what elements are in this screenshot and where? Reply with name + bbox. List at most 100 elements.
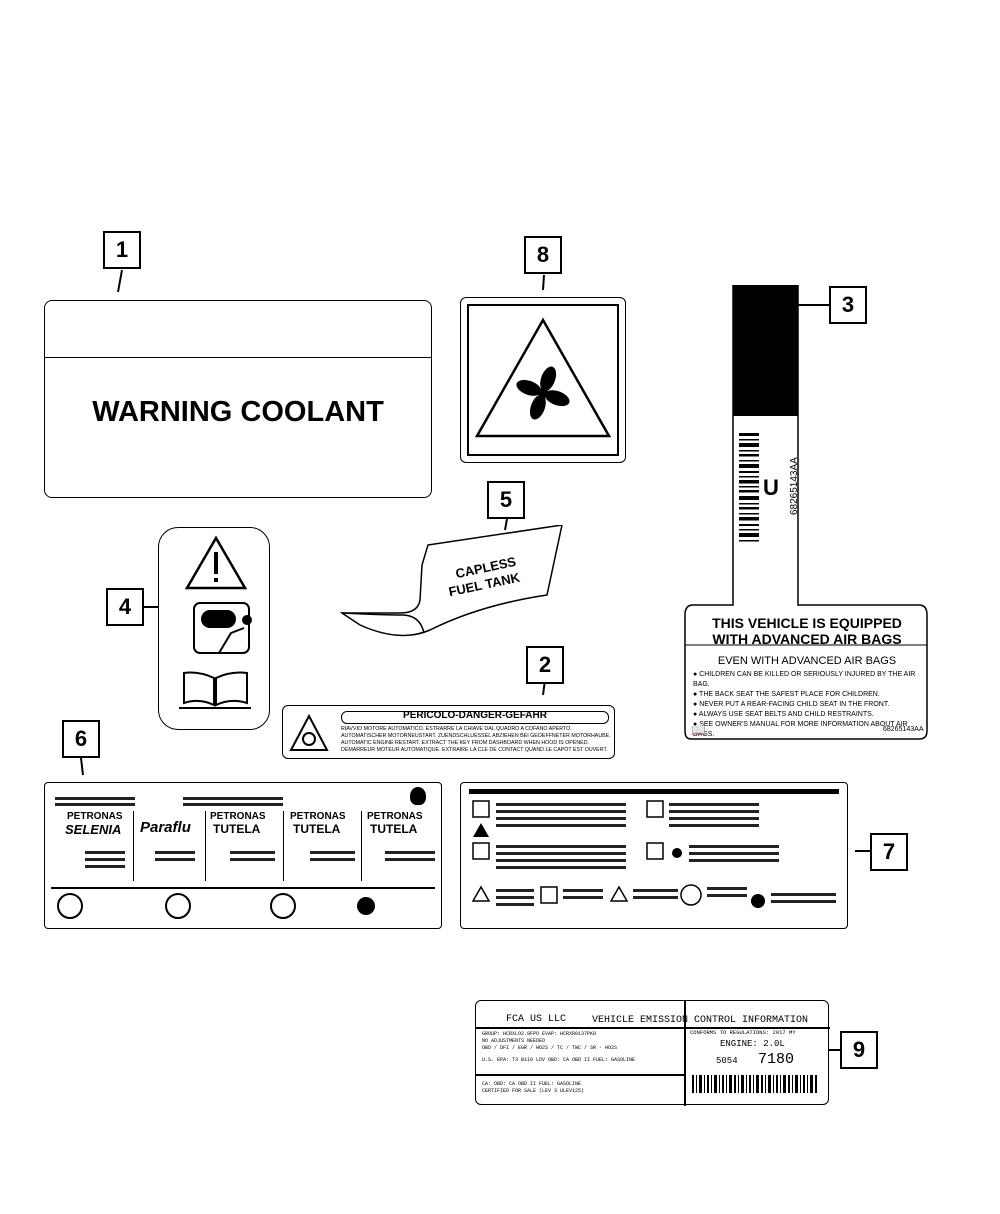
fluid-text	[310, 851, 355, 854]
danger-line: AUTOMATISCHER MOTORNEUSTART. ZUENDSCHLUE…	[341, 733, 611, 739]
multi-warning-header-bar	[469, 789, 839, 794]
fluid-text	[155, 851, 195, 854]
emission-num-big: 7180	[758, 1051, 795, 1068]
warning-text-line	[563, 896, 603, 899]
fluids-heading-line	[183, 797, 283, 800]
key-ignition-icon	[193, 602, 252, 654]
callout-2: 2	[526, 646, 564, 684]
danger-pictogram	[289, 714, 329, 751]
brand-product: Paraflu	[140, 819, 191, 836]
label-capless-fuel-tank: CAPLESS FUEL TANK	[340, 525, 570, 645]
warning-text-line	[496, 896, 534, 899]
fluid-dividers	[283, 811, 284, 881]
emission-barcode	[692, 1075, 817, 1093]
warning-text-line	[496, 845, 626, 848]
airbag-title-2: WITH ADVANCED AIR BAGS	[712, 631, 902, 647]
warning-text-line	[563, 889, 603, 892]
warning-text-line	[669, 803, 759, 806]
emission-line: GROUP: HCRXLO2.0FPO EVAP: HCRXR0137PK0	[482, 1031, 597, 1037]
warning-text-line	[771, 893, 836, 896]
callout-6: 6	[62, 720, 100, 758]
fluid-text	[85, 858, 125, 861]
label-warning-coolant-header-band	[45, 301, 431, 358]
label-pictogram	[158, 527, 270, 730]
fluid-text	[385, 858, 435, 861]
fluid-text	[310, 858, 355, 861]
emission-divider-left	[476, 1074, 684, 1076]
emission-conform: CONFORMS TO REGULATIONS: 2017 MY	[690, 1029, 796, 1036]
brand-product: TUTELA	[293, 822, 341, 836]
danger-line: AUTOMATIC ENGINE RESTART. EXTRACT THE KE…	[341, 740, 590, 746]
warning-text-line	[689, 852, 779, 855]
airbag-bullet: ● ALWAYS USE SEAT BELTS AND CHILD RESTRA…	[693, 711, 874, 718]
emission-left-lines: GROUP: HCRXLO2.0FPO EVAP: HCRXR0137PK0 N…	[482, 1031, 680, 1064]
brand-product: TUTELA	[213, 822, 261, 836]
airbag-title-1: THIS VEHICLE IS EQUIPPED	[712, 615, 902, 631]
warning-text-line	[496, 903, 534, 906]
emission-bottom-lines: CA: OBD: CA OBD II FUEL: GASOLINE CERTIF…	[482, 1081, 680, 1095]
brand-maker: PETRONAS	[210, 811, 266, 822]
airbag-tag-code-vertical: 68265143AA	[789, 457, 800, 515]
book-icon: 📖	[691, 723, 706, 737]
warning-text-line	[496, 803, 626, 806]
warning-text-line	[496, 810, 626, 813]
label-multi-warning	[460, 782, 848, 929]
warning-text-line	[496, 859, 626, 862]
prohibition-icon	[57, 893, 83, 919]
warning-icons-grid	[471, 800, 765, 908]
callout-7: 7	[870, 833, 908, 871]
callout-3: 3	[829, 286, 867, 324]
warning-text-line	[496, 817, 626, 820]
callout-4: 4	[106, 588, 144, 626]
prohibition-icon	[165, 893, 191, 919]
fluids-heading-line	[55, 797, 135, 800]
warning-text-line	[689, 859, 779, 862]
warning-text-line	[633, 896, 678, 899]
emission-title: VEHICLE EMISSION CONTROL INFORMATION	[592, 1015, 809, 1026]
brand-maker: PETRONAS	[367, 811, 423, 822]
recycle-dot-icon	[357, 897, 375, 915]
warning-text-line	[669, 817, 759, 820]
warning-text-line	[496, 889, 534, 892]
label-emission-control: FCA US LLC VEHICLE EMISSION CONTROL INFO…	[475, 1000, 830, 1106]
petronas-logo-icon	[410, 787, 426, 805]
warning-coolant-text: WARNING COOLANT	[92, 396, 384, 428]
label-fan-warning	[460, 297, 626, 463]
warning-text-line	[707, 894, 747, 897]
fluids-heading-line	[183, 803, 283, 806]
emission-num-small: 5054	[716, 1056, 738, 1066]
brand-maker: PETRONAS	[290, 811, 346, 822]
label-fluids: PETRONAS SELENIA Paraflu PETRONAS TUTELA…	[44, 782, 442, 929]
warning-text-line	[496, 866, 626, 869]
airbag-tag-letter: U	[763, 475, 779, 500]
emission-line: OBD / DFI / EGR / HO2S / TC / TWC / SR -…	[482, 1045, 618, 1051]
barcode-vertical	[739, 433, 759, 542]
airbag-tag-outline	[684, 285, 928, 740]
label-engine-restart-danger: PERICOLO-DANGER-GEFAHR RIAVVIO MOTORE AU…	[282, 705, 615, 759]
warning-text-line	[689, 845, 779, 848]
emission-engine: ENGINE: 2.0L	[720, 1039, 785, 1049]
fluids-heading-line	[55, 803, 135, 806]
warning-text-line	[633, 889, 678, 892]
brand-product: SELENIA	[65, 822, 122, 837]
label-airbag: U 68265143AA THIS VEHICLE IS EQUIPPED WI…	[683, 285, 931, 741]
emission-line: U.S. EPA: T3 B110 LDV OBD: CA OBD II FUE…	[482, 1057, 636, 1063]
danger-header-box: PERICOLO-DANGER-GEFAHR	[341, 710, 609, 724]
brand-product: TUTELA	[370, 822, 418, 836]
callout-9: 9	[840, 1031, 878, 1069]
fluid-dividers	[361, 811, 362, 881]
warning-text-line	[707, 887, 747, 890]
fluid-text	[230, 851, 275, 854]
emission-line: NO ADJUSTMENTS NEEDED	[482, 1038, 546, 1044]
danger-header-text: PERICOLO-DANGER-GEFAHR	[403, 710, 547, 721]
capless-label-shape	[340, 525, 563, 637]
fluid-dividers	[133, 811, 134, 881]
warning-text-line	[669, 810, 759, 813]
warning-text-line	[771, 900, 836, 903]
airbag-bullet: ● THE BACK SEAT THE SAFEST PLACE FOR CHI…	[693, 691, 880, 698]
airbag-bullet: ● NEVER PUT A REAR-FACING CHILD SEAT IN …	[693, 701, 890, 708]
fluid-text	[385, 851, 435, 854]
fluid-text	[155, 858, 195, 861]
warning-text-line	[496, 824, 626, 827]
airbag-footer-code: 68265143AA	[883, 726, 924, 733]
